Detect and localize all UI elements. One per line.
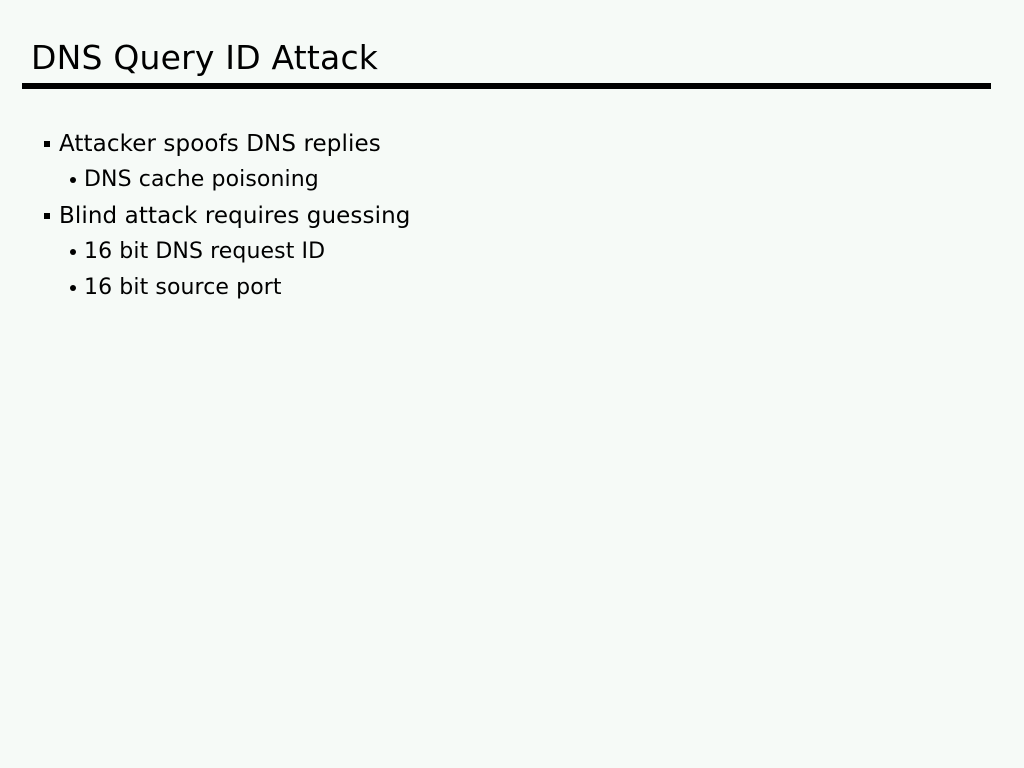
square-bullet-icon xyxy=(44,141,50,147)
list-item-label: DNS cache poisoning xyxy=(84,167,319,192)
title-divider xyxy=(22,83,991,89)
dot-bullet-icon xyxy=(70,285,76,291)
page-title: DNS Query ID Attack xyxy=(31,38,379,77)
list-item: DNS cache poisoning xyxy=(0,162,1024,198)
list-item-label: Blind attack requires guessing xyxy=(59,203,411,229)
dot-bullet-icon xyxy=(70,177,76,183)
list-item-label: Attacker spoofs DNS replies xyxy=(59,131,381,157)
list-item: Blind attack requires guessing xyxy=(0,198,1024,234)
bullet-list: Attacker spoofs DNS replies DNS cache po… xyxy=(0,126,1024,306)
list-item: 16 bit DNS request ID xyxy=(0,234,1024,270)
dot-bullet-icon xyxy=(70,249,76,255)
list-item-label: 16 bit source port xyxy=(84,275,282,300)
list-item-label: 16 bit DNS request ID xyxy=(84,239,326,264)
list-item: 16 bit source port xyxy=(0,270,1024,306)
square-bullet-icon xyxy=(44,213,50,219)
list-item: Attacker spoofs DNS replies xyxy=(0,126,1024,162)
